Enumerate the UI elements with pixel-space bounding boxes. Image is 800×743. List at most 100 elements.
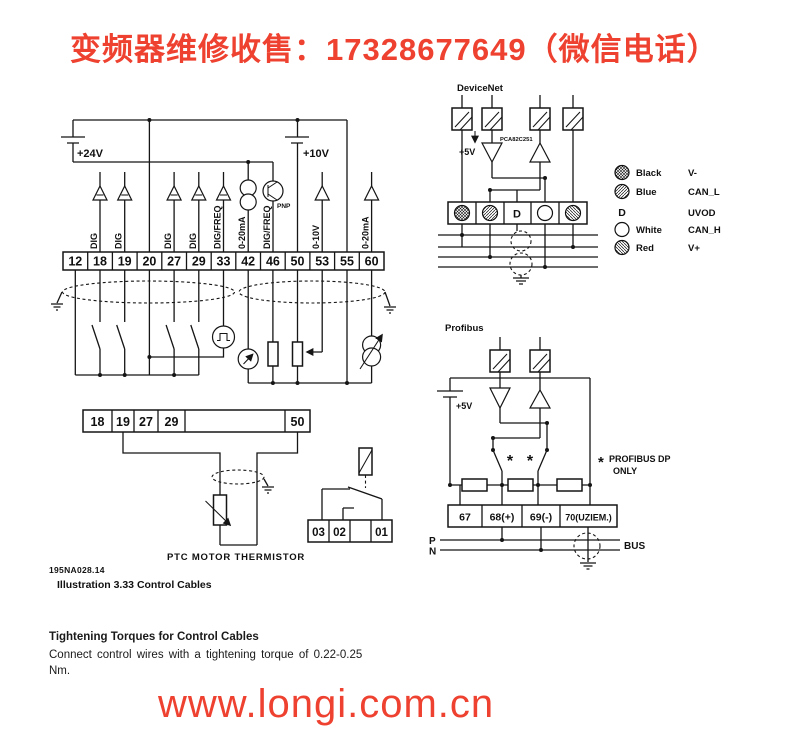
website-link[interactable]: www.longi.com.cn <box>158 682 495 726</box>
terminal-20: 20 <box>142 255 156 269</box>
legend-black-icon <box>614 164 630 181</box>
input-triangle <box>166 172 183 252</box>
legend-d-signal: UVOD <box>688 208 716 219</box>
torque-text-line2: Nm. <box>49 665 71 677</box>
relay-contact-symbol <box>321 486 383 520</box>
legend-white-icon <box>614 221 630 238</box>
terminal-46: 46 <box>266 255 280 269</box>
legend-blue-signal: CAN_L <box>688 187 720 198</box>
profibus-terminal-69: 69(-) <box>530 512 552 524</box>
profibus-diagram: Profibus +5V * * <box>429 323 671 570</box>
terminal2-27: 27 <box>139 415 153 429</box>
profibus-supply-label: +5V <box>456 401 472 411</box>
devicenet-connector: D <box>447 201 588 225</box>
ad-banner-text: 变频器维修收售：17328677649（微信电话） <box>70 32 719 67</box>
label-46: DIG/FREQ <box>262 205 272 249</box>
pin-shield-label: D <box>513 209 521 221</box>
legend-red-name: Red <box>636 243 654 254</box>
devicenet-legend: Black V- Blue CAN_L D UVOD White CAN_H R… <box>614 164 721 256</box>
legend-red-signal: V+ <box>688 243 700 254</box>
rs485-driver-symbols <box>489 387 552 410</box>
devicenet-diagram: DeviceNet +5V PCA82C251 <box>438 83 721 285</box>
ground-symbol <box>51 291 63 311</box>
terminal-33: 33 <box>217 255 231 269</box>
devicenet-cable <box>438 224 598 285</box>
bus-p-label: P <box>429 536 436 547</box>
profibus-title: Profibus <box>445 323 484 334</box>
terminal-29: 29 <box>192 255 206 269</box>
relay-terminal-02: 02 <box>333 527 346 539</box>
input-triangle <box>190 172 207 252</box>
bus-n-label: N <box>429 547 436 558</box>
relay-terminal-03: 03 <box>312 527 325 539</box>
ground-symbol <box>384 291 396 314</box>
terminal-12: 12 <box>68 255 82 269</box>
opto-square <box>451 107 473 131</box>
thermistor-circuit: 18 19 27 29 50 PTC MOTOR THERMISTOR <box>82 409 311 563</box>
pin-blue <box>481 204 499 222</box>
legend-d-marker: D <box>618 207 626 219</box>
devicenet-title: DeviceNet <box>457 83 504 94</box>
relay-coil-symbol <box>358 447 373 476</box>
terminal-strip-1: 12 18 19 20 27 29 33 42 46 50 53 55 60 <box>62 251 385 271</box>
optocoupler-squares <box>451 95 584 131</box>
wire-labels: DIG DIG DIG DIG DIG/FREQ 0-20mA DIG/FREQ… <box>89 205 371 249</box>
note-line1: PROFIBUS DP <box>609 454 671 464</box>
devicenet-supply-label: +5V <box>459 147 475 157</box>
terminal-50: 50 <box>291 255 305 269</box>
terminal2-19: 19 <box>116 415 130 429</box>
opto-square <box>481 107 503 131</box>
terminal-19: 19 <box>118 255 132 269</box>
cable-shield-ellipses <box>51 280 396 314</box>
profibus-note: * PROFIBUS DP ONLY <box>598 454 671 476</box>
relay-circuit: 03 02 01 <box>307 447 393 543</box>
legend-blue-icon <box>614 183 630 200</box>
label-60: 0-20mA <box>361 216 371 249</box>
legend-blue-name: Blue <box>636 187 657 198</box>
relay-terminal-01: 01 <box>375 527 388 539</box>
profibus-terminal-68: 68(+) <box>490 512 515 524</box>
terminal-55: 55 <box>340 255 354 269</box>
terminal2-18: 18 <box>91 415 105 429</box>
can-transceiver-symbols <box>481 141 551 164</box>
switch-asterisk-1: * <box>507 453 514 470</box>
legend-white-name: White <box>636 225 662 236</box>
terminal2-50: 50 <box>291 415 305 429</box>
terminal-60: 60 <box>365 255 379 269</box>
power-rails: +24V +10V <box>61 118 348 252</box>
variable-source-symbol <box>359 270 383 383</box>
note-marker: * <box>598 454 604 471</box>
ground-symbol <box>262 478 274 494</box>
supply-24v-label: +24V <box>77 148 104 160</box>
legend-red-icon <box>614 239 630 256</box>
termination-switches: * * <box>491 448 549 485</box>
switch-symbol <box>91 270 101 375</box>
label-33: DIG/FREQ <box>213 205 223 249</box>
devicenet-chip-label: PCA82C251 <box>500 137 533 143</box>
pin-red <box>564 204 582 222</box>
thermistor-caption: PTC MOTOR THERMISTOR <box>167 552 305 563</box>
legend-black-name: Black <box>636 168 662 179</box>
ptc-thermistor-symbol <box>205 494 232 527</box>
ground-symbol <box>580 559 596 570</box>
figure-id: 195NA028.14 <box>49 565 105 575</box>
potentiometer-symbol <box>291 270 323 383</box>
input-symbols: PNP <box>92 162 380 252</box>
opto-square <box>489 349 511 373</box>
supply-10v-label: +10V <box>303 148 330 160</box>
input-triangle <box>314 172 331 252</box>
pin-white <box>536 204 554 222</box>
profibus-bus-lines: P N BUS <box>429 527 645 570</box>
label-29: DIG <box>188 233 198 249</box>
illustration-caption: Illustration 3.33 Control Cables <box>57 579 212 591</box>
external-wiring <box>74 270 383 385</box>
switch-symbol <box>190 270 200 375</box>
terminal-53: 53 <box>315 255 329 269</box>
switch-symbol <box>165 270 175 375</box>
terminal-42: 42 <box>241 255 255 269</box>
resistor-symbol <box>267 270 279 383</box>
ground-symbol <box>513 275 529 285</box>
switch-asterisk-2: * <box>527 453 534 470</box>
